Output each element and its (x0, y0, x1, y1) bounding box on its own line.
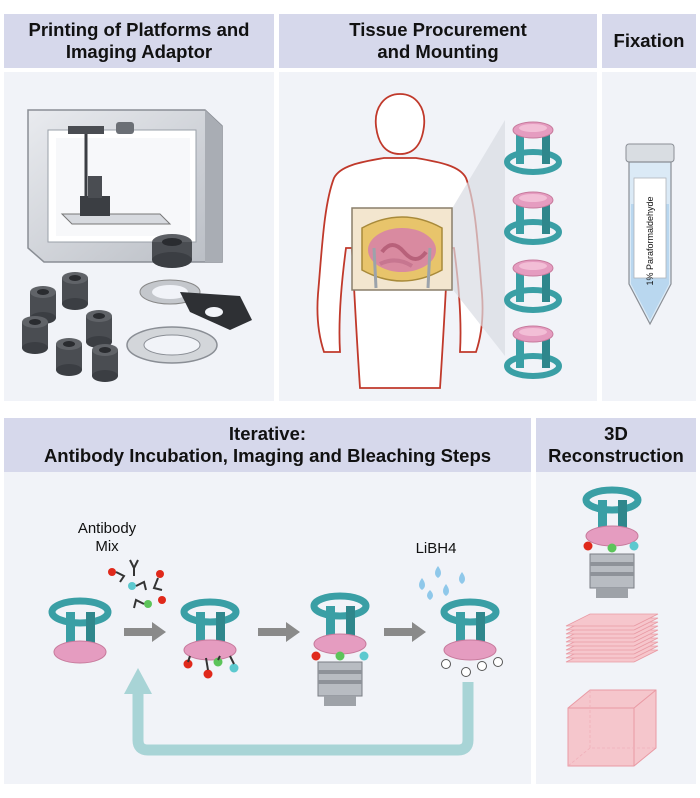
libh4-label: LiBH4 (415, 540, 457, 557)
tissue-header: Tissue Procurement and Mounting (279, 14, 597, 68)
reconstruction-title-line2: Reconstruction (548, 445, 684, 466)
3d-volume-cube (567, 689, 657, 767)
flow-arrow (124, 622, 166, 642)
printed-platform-small (56, 338, 82, 376)
mounted-tissue-platform (504, 259, 562, 313)
fixation-title: Fixation (613, 30, 685, 51)
reconstruction-imaging-setup (582, 486, 642, 598)
reconstruction-header: 3D Reconstruction (536, 418, 696, 472)
fixation-tube (625, 143, 675, 326)
iterative-title-line2: Antibody Incubation, Imaging and Bleachi… (43, 445, 492, 466)
antibody-mix-label: Antibody Mix (72, 520, 142, 556)
antibody-mix-label-line2: Mix (95, 538, 119, 555)
printing-header: Printing of Platforms and Imaging Adapto… (4, 14, 274, 68)
stage-bleached (440, 598, 503, 677)
mounted-tissue-platform (504, 191, 562, 245)
antibody-mix-glyphs (108, 559, 166, 609)
iterative-header: Iterative: Antibody Incubation, Imaging … (4, 418, 531, 472)
stage-tissue-platform (48, 597, 112, 664)
printed-platform-small (62, 272, 88, 310)
printed-platform-small (22, 316, 48, 354)
printing-title-line2: Imaging Adaptor (65, 41, 213, 62)
stage-antibody-bound (180, 598, 240, 679)
flow-arrow (258, 622, 300, 642)
bleach-droplets-icon (419, 566, 465, 600)
reconstruction-title-line1: 3D (604, 423, 628, 444)
printing-title-line1: Printing of Platforms and (28, 19, 250, 40)
tissue-title-line1: Tissue Procurement (349, 19, 527, 40)
flow-arrow (384, 622, 426, 642)
printed-platform-small (86, 310, 112, 348)
mounted-tissue-platform (504, 121, 562, 175)
mounted-tissue-platform (504, 325, 562, 379)
antibody-mix-label-line1: Antibody (77, 520, 137, 537)
image-stack (565, 613, 659, 663)
tissue-title-line2: and Mounting (377, 41, 499, 62)
printed-platform-small (92, 344, 118, 382)
stage-imaging (310, 592, 370, 706)
iterative-title-line1: Iterative: (228, 423, 307, 444)
fixation-header: Fixation (602, 14, 696, 68)
surgical-tissue-image (351, 207, 453, 291)
